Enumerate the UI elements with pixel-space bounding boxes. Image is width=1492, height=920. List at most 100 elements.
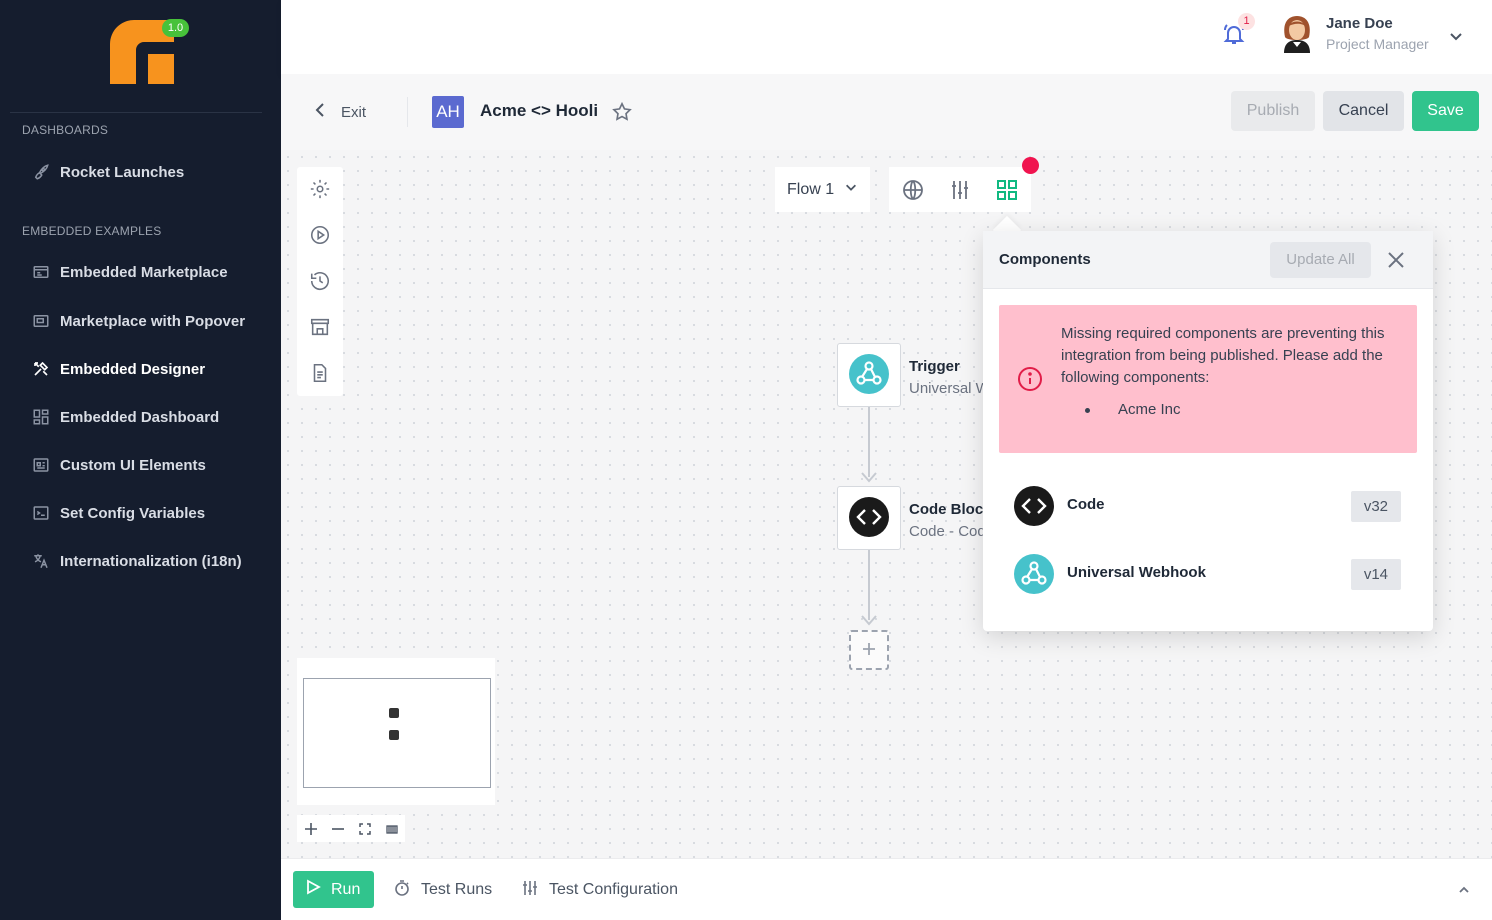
minimap-node [389,708,399,718]
play-icon [305,879,321,900]
popover-title: Components [999,251,1091,268]
store-icon[interactable] [309,316,331,338]
exit-label: Exit [341,103,367,121]
app-logo[interactable] [110,20,174,84]
webhook-icon [1014,554,1054,594]
header-divider [407,97,408,127]
component-label: Code [1067,496,1105,513]
translate-icon [32,552,50,570]
code-block-node-subtitle: Code - Code Block [909,523,983,540]
sidebar-item-label: Embedded Designer [60,360,206,378]
globe-icon[interactable] [901,178,925,202]
section-title-dashboards: DASHBOARDS [22,123,109,137]
component-version-badge: v32 [1350,491,1401,522]
info-icon [1017,366,1043,392]
sidebar-item-label: Set Config Variables [60,504,206,522]
trigger-node-subtitle: Universal Webhook [909,380,983,397]
sliders-icon [521,879,539,902]
components-grid-icon[interactable] [995,178,1019,202]
missing-components-list: Acme Inc [1085,401,1181,418]
stopwatch-icon [393,879,411,902]
trigger-node[interactable] [837,343,901,407]
sidebar-item-label: Marketplace with Popover [60,312,246,330]
minimap-viewport[interactable] [303,678,491,788]
test-runs-button[interactable]: Test Runs [393,879,492,901]
designer-icon-bar [889,167,1031,212]
config-icon [32,504,50,522]
chevron-up-icon[interactable] [1456,882,1472,898]
add-step-button[interactable] [849,630,889,670]
cancel-button[interactable]: Cancel [1323,91,1404,131]
fit-view-icon[interactable] [351,815,378,842]
test-configuration-label: Test Configuration [549,881,678,898]
components-alert-dot [1022,157,1039,174]
sidebar-item-marketplace-popover[interactable]: Marketplace with Popover [32,309,245,333]
missing-component-item: Acme Inc [1118,401,1181,418]
star-icon[interactable] [611,101,633,123]
dashboard-icon [32,408,50,426]
arrow-down-icon [860,470,878,483]
update-all-button[interactable]: Update All [1270,242,1371,278]
integration-title: Acme <> Hooli [480,101,599,120]
sidebar-divider [10,112,262,113]
notification-badge: 1 [1238,13,1255,30]
webhook-icon [849,353,889,397]
close-icon[interactable] [1385,249,1407,271]
avatar[interactable] [1276,13,1318,55]
run-button[interactable]: Run [293,871,374,908]
chevron-down-icon [844,180,858,199]
document-icon[interactable] [309,362,331,384]
arrow-down-icon [860,613,878,626]
sidebar-item-internationalization[interactable]: Internationalization (i18n) [32,549,242,573]
publish-button[interactable]: Publish [1231,91,1315,131]
missing-components-alert: Missing required components are preventi… [999,305,1417,453]
sidebar-item-custom-ui-elements[interactable]: Custom UI Elements [32,453,206,477]
code-block-node[interactable] [837,486,901,550]
chevron-down-icon[interactable] [1448,28,1464,44]
flow-selector[interactable]: Flow 1 [775,167,870,212]
alert-message: Missing required components are preventi… [1061,325,1385,386]
component-row-universal-webhook[interactable]: Universal Webhook v14 [999,549,1417,597]
sidebar-item-set-config-variables[interactable]: Set Config Variables [32,501,205,525]
history-icon[interactable] [309,270,331,292]
marketplace-icon [32,263,50,281]
sliders-icon[interactable] [948,178,972,202]
play-circle-icon[interactable] [309,224,331,246]
sidebar-item-rocket-launches[interactable]: Rocket Launches [32,160,184,184]
custom-ui-icon [32,456,50,474]
rocket-icon [32,163,50,181]
user-name: Jane Doe [1326,15,1393,32]
minimap[interactable] [297,658,495,805]
popover-header: Components Update All [983,231,1433,289]
flow-selector-label: Flow 1 [787,180,835,198]
integration-avatar: AH [432,96,464,128]
connector-line [868,550,870,620]
canvas-toolbar [297,167,343,396]
run-label: Run [331,880,361,898]
tools-icon [32,360,50,378]
save-button[interactable]: Save [1412,91,1479,131]
test-runs-label: Test Runs [421,881,493,898]
components-popover: Components Update All Missing required c… [983,231,1433,631]
component-row-code[interactable]: Code v32 [999,481,1417,529]
component-version-badge: v14 [1350,559,1401,590]
sidebar: 1.0 DASHBOARDS Rocket Launches EMBEDDED … [0,0,281,920]
lock-view-icon[interactable] [378,815,405,842]
zoom-in-icon[interactable] [297,815,324,842]
exit-button[interactable]: Exit [313,100,366,124]
zoom-out-icon[interactable] [324,815,351,842]
sidebar-item-embedded-dashboard[interactable]: Embedded Dashboard [32,405,219,429]
trigger-node-title: Trigger [909,358,960,375]
version-badge: 1.0 [162,19,189,37]
plus-icon [861,641,877,660]
test-configuration-button[interactable]: Test Configuration [521,879,678,901]
user-role: Project Manager [1326,36,1429,52]
code-block-node-title: Code Block [909,501,992,518]
connector-line [868,407,870,477]
sidebar-item-label: Internationalization (i18n) [60,552,242,570]
gear-icon[interactable] [309,178,331,200]
popover-icon [32,312,50,330]
sidebar-item-label: Rocket Launches [60,163,185,181]
sidebar-item-embedded-designer[interactable]: Embedded Designer [32,357,205,381]
sidebar-item-embedded-marketplace[interactable]: Embedded Marketplace [32,260,228,284]
